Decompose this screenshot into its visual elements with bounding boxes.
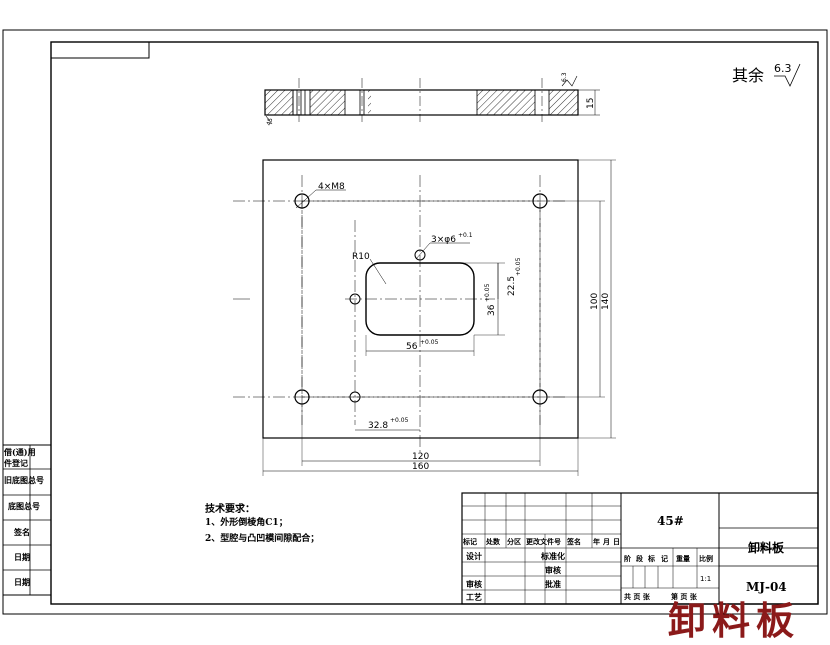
rev-h-7: 日 bbox=[613, 537, 620, 546]
role-standard: 标准化 bbox=[540, 551, 565, 561]
rev-h-4: 签名 bbox=[566, 537, 581, 546]
dim-56: 56 bbox=[406, 342, 418, 352]
part-code: MJ-04 bbox=[746, 580, 787, 594]
dim-22-5: 22.5 bbox=[507, 276, 517, 296]
pin-hole-left bbox=[349, 293, 361, 305]
stage-h-2: 标 bbox=[647, 554, 655, 563]
pin-tolerance: +0.1 bbox=[458, 232, 473, 239]
title-block: 标记 处数 分区 更改文件号 签名 年 月 日 设计 审核 工艺 标准化 审核 … bbox=[461, 492, 819, 605]
role-approve: 批准 bbox=[545, 579, 561, 589]
roughness-symbol: 其余 6.3 bbox=[732, 62, 801, 87]
side-row-3: 旧底图总号 bbox=[4, 475, 44, 485]
rev-h-2: 分区 bbox=[507, 537, 521, 546]
dim-120: 120 bbox=[412, 452, 429, 462]
scale-value: 1:1 bbox=[700, 575, 711, 583]
role-process: 工艺 bbox=[466, 592, 482, 602]
side-table: 借(通)用 件登记 旧底图总号 底图总号 签名 日期 日期 bbox=[2, 444, 52, 596]
pin-hole-top bbox=[414, 249, 426, 261]
pin-callout: 3×φ6 bbox=[431, 235, 456, 245]
section-dim-15: 15 bbox=[586, 98, 596, 109]
notes-title: 技术要求： bbox=[205, 502, 255, 515]
section-edge-mark: 6.3 bbox=[561, 72, 568, 82]
side-row-7: 日期 bbox=[14, 577, 30, 587]
stage-h-0: 阶 bbox=[624, 554, 632, 563]
material-value: 45# bbox=[657, 514, 684, 528]
inner-border bbox=[50, 41, 819, 605]
dim-140: 140 bbox=[601, 293, 611, 310]
dim-32-8: 32.8 bbox=[368, 421, 388, 431]
stage-h-3: 记 bbox=[661, 554, 668, 563]
role-review: 审核 bbox=[466, 579, 482, 589]
watermark-text: 卸料板 bbox=[668, 598, 801, 643]
tech-notes: 技术要求： 1、外形倒棱角C1； 2、型腔与凸凹模间隙配合； bbox=[205, 502, 319, 544]
m8-hole-bl bbox=[294, 389, 310, 405]
side-row-2: 件登记 bbox=[4, 458, 28, 468]
side-row-6: 日期 bbox=[14, 552, 30, 562]
outer-border bbox=[2, 29, 828, 615]
code-box bbox=[50, 41, 150, 59]
dim-22-5-tol: +0.05 bbox=[515, 257, 522, 276]
notes-line-1: 1、外形倒棱角C1； bbox=[205, 516, 288, 528]
stage-h-1: 段 bbox=[636, 554, 643, 563]
radius-label: R10 bbox=[352, 252, 370, 262]
rev-h-1: 处数 bbox=[485, 537, 501, 546]
rev-h-3: 更改文件号 bbox=[526, 537, 561, 546]
side-row-1: 借(通)用 bbox=[3, 447, 36, 457]
rev-h-0: 标记 bbox=[462, 537, 477, 546]
rev-h-6: 月 bbox=[602, 537, 610, 546]
sheet-number: 第 页 张 bbox=[671, 592, 698, 601]
stage-h-5: 比例 bbox=[699, 554, 713, 563]
m8-callout: 4×M8 bbox=[318, 182, 345, 192]
notes-line-2: 2、型腔与凸凹模间隙配合； bbox=[205, 532, 319, 544]
dim-56-tol: +0.05 bbox=[420, 339, 439, 346]
pin-hole-bottom bbox=[349, 391, 361, 403]
section-view: 15 6.3 45 bbox=[264, 72, 600, 127]
dim-100: 100 bbox=[590, 293, 600, 310]
roughness-prefix: 其余 bbox=[732, 66, 764, 85]
role-design: 设计 bbox=[466, 551, 482, 561]
role-review-2: 审核 bbox=[545, 565, 561, 575]
dim-32-8-tol: +0.05 bbox=[390, 417, 409, 424]
sheet-total: 共 页 张 bbox=[624, 592, 651, 601]
part-name: 卸料板 bbox=[748, 540, 785, 555]
side-row-5: 签名 bbox=[13, 527, 30, 537]
dim-36-tol: +0.05 bbox=[484, 283, 491, 302]
dim-160: 160 bbox=[412, 462, 429, 472]
rev-h-5: 年 bbox=[593, 537, 600, 546]
side-row-4: 底图总号 bbox=[7, 501, 40, 511]
section-mark-45: 45 bbox=[265, 117, 274, 127]
stage-h-4: 重量 bbox=[676, 554, 690, 563]
roughness-value: 6.3 bbox=[774, 62, 792, 75]
plan-view: 4×M8 3×φ6 +0.1 R10 22.5 +0.05 36 +0.05 5… bbox=[233, 159, 616, 476]
m8-hole-tl bbox=[294, 193, 310, 209]
dim-36: 36 bbox=[487, 304, 497, 316]
